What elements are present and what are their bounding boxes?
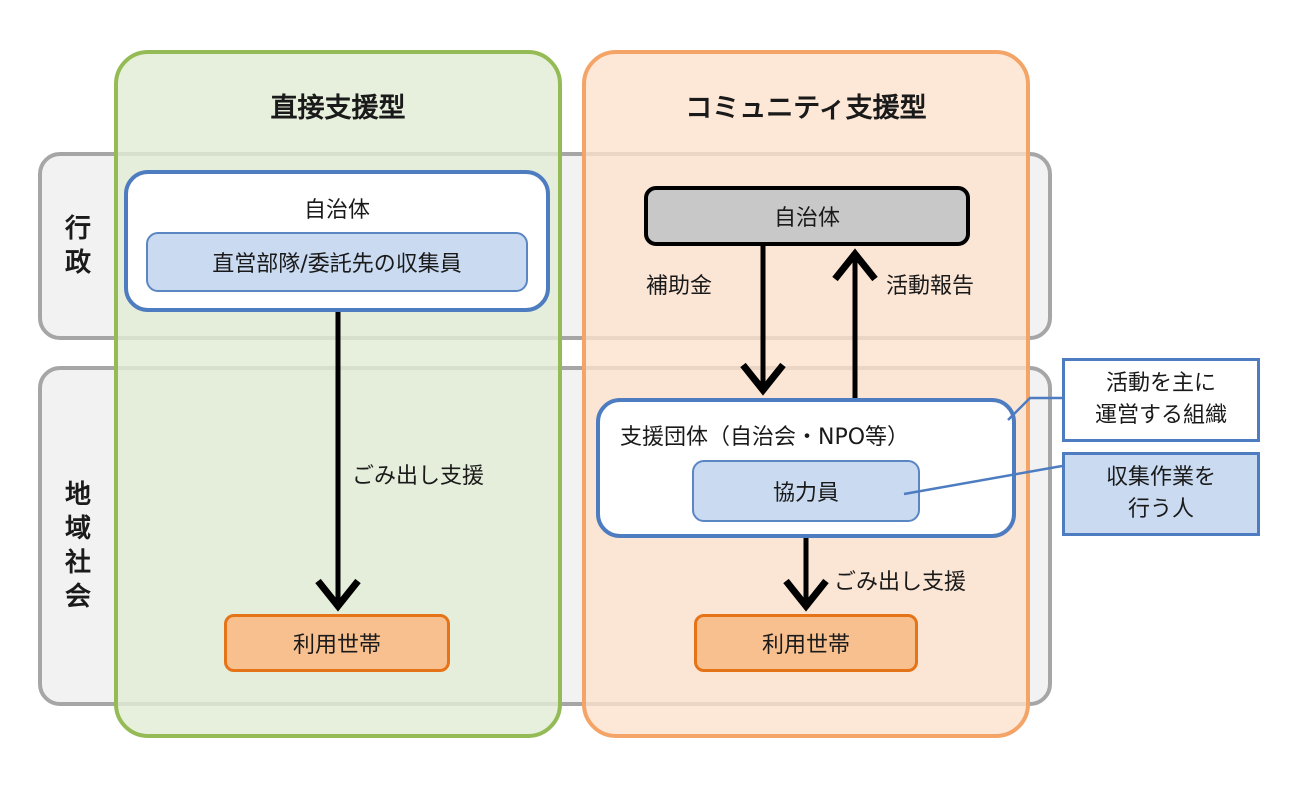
cooperator-box: 協力員 — [692, 460, 920, 522]
gyousei-label: 行 政 — [64, 214, 91, 278]
community-municipality-box: 自治体 — [644, 186, 970, 246]
cooperator-note-connector — [903, 464, 1063, 496]
cooperator-note: 収集作業を 行う人 — [1062, 452, 1260, 536]
community-support-label: ごみ出し支援 — [834, 570, 967, 595]
direct-support-label: ごみ出し支援 — [352, 464, 485, 489]
direct-collector-box: 直営部隊/委託先の収集員 — [146, 232, 528, 292]
community-household-box: 利用世帯 — [694, 614, 918, 672]
chiiki-label: 地 域 社 会 — [64, 480, 91, 612]
community-title: コミュニティ支援型 — [685, 93, 927, 124]
subsidy-label: 補助金 — [646, 274, 713, 299]
direct-title: 直接支援型 — [270, 93, 406, 124]
org-note-connector — [1007, 396, 1062, 421]
direct-household-box: 利用世帯 — [224, 614, 450, 672]
support-org-label: 支援団体（自治会・NPO等） — [620, 425, 910, 450]
org-note: 活動を主に 運営する組織 — [1062, 358, 1260, 442]
direct-municipality-label: 自治体 — [303, 198, 370, 223]
activity-report-label: 活動報告 — [886, 274, 975, 299]
